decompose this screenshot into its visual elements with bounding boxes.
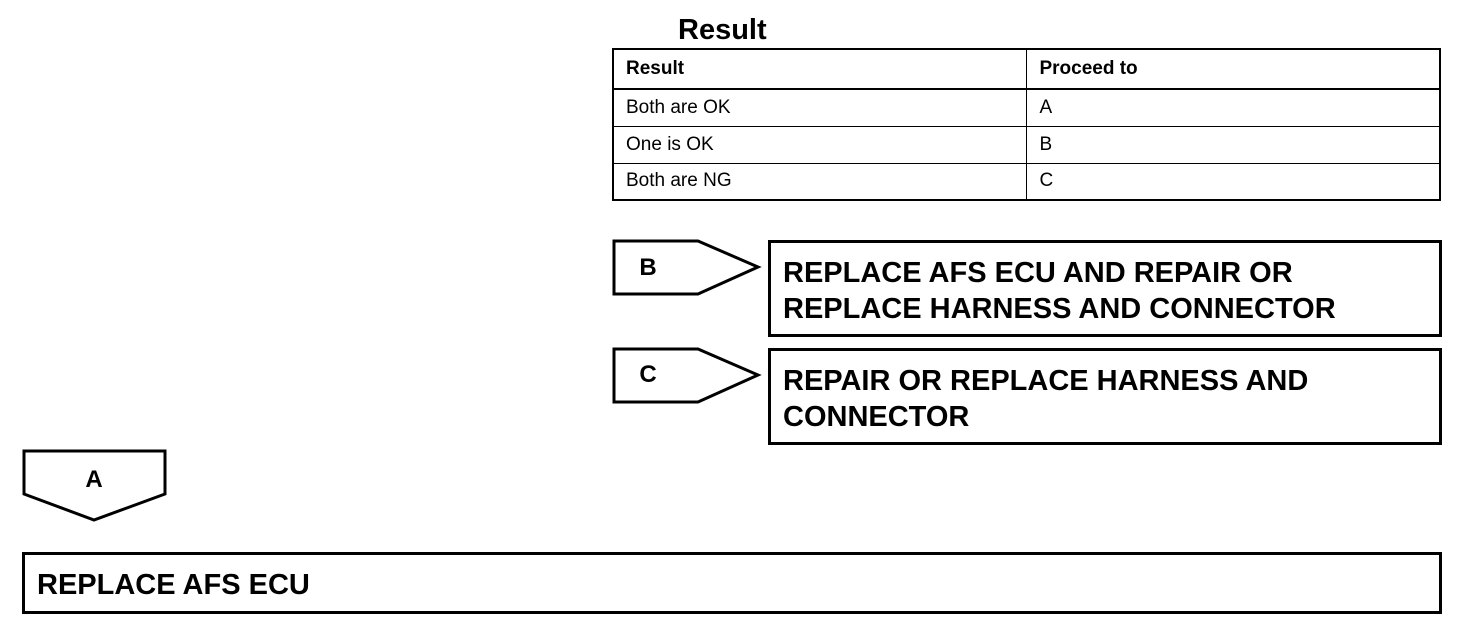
- branch-b-arrow: [612, 239, 762, 296]
- table-cell-result: One is OK: [612, 125, 1028, 164]
- branch-a-arrow: [22, 449, 167, 522]
- table-row: Both are NG C: [612, 162, 1441, 201]
- branch-c-label: C: [639, 361, 657, 388]
- table-cell-result: Both are OK: [612, 88, 1028, 127]
- branch-c-arrow: [612, 347, 762, 404]
- branch-a-action-box: REPLACE AFS ECU: [22, 552, 1442, 614]
- branch-a-label: A: [85, 466, 103, 493]
- branch-c-action-box: REPAIR OR REPLACE HARNESS AND CONNECTOR: [768, 348, 1442, 445]
- branch-b-label: B: [639, 254, 657, 281]
- table-cell-result: Both are NG: [612, 162, 1028, 201]
- result-table: Result Proceed to Both are OK A One is O…: [612, 48, 1441, 201]
- table-row: Both are OK A: [612, 88, 1441, 127]
- table-cell-proceed-to: B: [1026, 125, 1441, 164]
- table-row: One is OK B: [612, 125, 1441, 164]
- column-header-proceed-to: Proceed to: [1026, 48, 1441, 90]
- branch-b-action-box: REPLACE AFS ECU AND REPAIR OR REPLACE HA…: [768, 240, 1442, 337]
- table-cell-proceed-to: C: [1026, 162, 1441, 201]
- table-header-row: Result Proceed to: [612, 48, 1441, 90]
- result-title: Result: [678, 14, 767, 46]
- table-cell-proceed-to: A: [1026, 88, 1441, 127]
- column-header-result: Result: [612, 48, 1028, 90]
